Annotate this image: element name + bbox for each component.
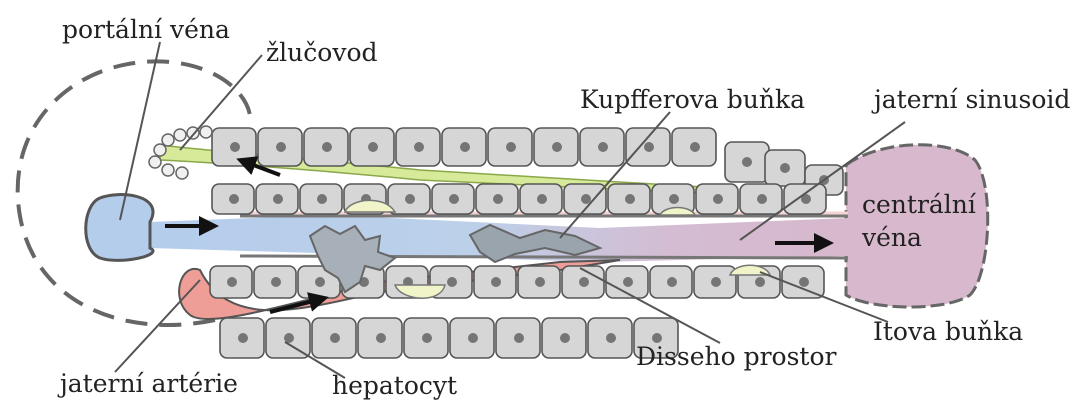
hepatocyte-nucleus <box>491 277 501 287</box>
hepatocyte-nucleus <box>514 333 524 343</box>
label-central-vein-1: centrální <box>862 190 977 219</box>
hepatocyte-nucleus <box>757 194 767 204</box>
hepatocyte-nucleus <box>238 333 248 343</box>
hepatocyte-nucleus <box>460 142 470 152</box>
hepatocyte-nucleus <box>271 277 281 287</box>
hepatocyte-nucleus <box>581 194 591 204</box>
hepatocyte-nucleus <box>535 277 545 287</box>
label-ito-cell: Itova buňka <box>873 317 1023 346</box>
label-sinusoid: jaterní sinusoid <box>871 85 1070 114</box>
hepatocyte-nucleus <box>447 277 457 287</box>
leader-artery <box>115 280 200 372</box>
hepatocyte-nucleus <box>625 194 635 204</box>
hepatocyte-nucleus <box>506 142 516 152</box>
hepatocyte-nucleus <box>711 277 721 287</box>
hepatocyte-nucleus <box>799 277 809 287</box>
hepatocyte-nucleus <box>315 277 325 287</box>
hepatocyte-nucleus <box>405 194 415 204</box>
hepatocyte-nucleus <box>537 194 547 204</box>
label-central-vein-2: véna <box>861 223 922 252</box>
hepatocyte-row-bottom <box>220 318 678 358</box>
hepatocyte-nucleus <box>669 194 679 204</box>
hepatocyte-nucleus <box>667 277 677 287</box>
hepatocyte-nucleus <box>552 142 562 152</box>
hepatocyte-row-mid <box>212 184 826 214</box>
hepatocyte-nucleus <box>322 142 332 152</box>
hepatocyte-nucleus <box>376 333 386 343</box>
leader-portal-vein <box>120 42 160 220</box>
label-kupffer-cell: Kupfferova buňka <box>580 85 805 114</box>
label-bile-duct: žlučovod <box>266 38 378 67</box>
hepatocyte-nucleus <box>276 142 286 152</box>
hepatocyte-nucleus <box>317 194 327 204</box>
portal-vein <box>86 195 153 261</box>
hepatocyte-nucleus <box>644 142 654 152</box>
hepatocyte-nucleus <box>230 142 240 152</box>
hepatocyte-nucleus <box>493 194 503 204</box>
hepatocyte-nucleus <box>273 194 283 204</box>
hepatocyte-nucleus <box>422 333 432 343</box>
hepatocyte-nucleus <box>755 277 765 287</box>
hepatocyte-nucleus <box>468 333 478 343</box>
hepatocyte-nucleus <box>780 163 790 173</box>
hepatocyte-nucleus <box>598 142 608 152</box>
hepatocyte-nucleus <box>414 142 424 152</box>
hepatocyte-nucleus <box>560 333 570 343</box>
label-hepatic-artery: jaterní artérie <box>57 369 238 398</box>
hepatocyte-nucleus <box>623 277 633 287</box>
label-hepatocyte: hepatocyt <box>332 371 457 400</box>
hepatocyte-nucleus <box>368 142 378 152</box>
hepatocyte-nucleus <box>579 277 589 287</box>
hepatocyte-nucleus <box>690 142 700 152</box>
label-disse-space: Disseho prostor <box>636 342 837 371</box>
hepatocyte-nucleus <box>227 277 237 287</box>
hepatocyte-nucleus <box>449 194 459 204</box>
label-portal-vein: portální véna <box>62 15 230 44</box>
hepatocyte-nucleus <box>742 157 752 167</box>
hepatocyte-nucleus <box>229 194 239 204</box>
hepatocyte-nucleus <box>606 333 616 343</box>
hepatocyte-nucleus <box>330 333 340 343</box>
hepatocyte-nucleus <box>713 194 723 204</box>
